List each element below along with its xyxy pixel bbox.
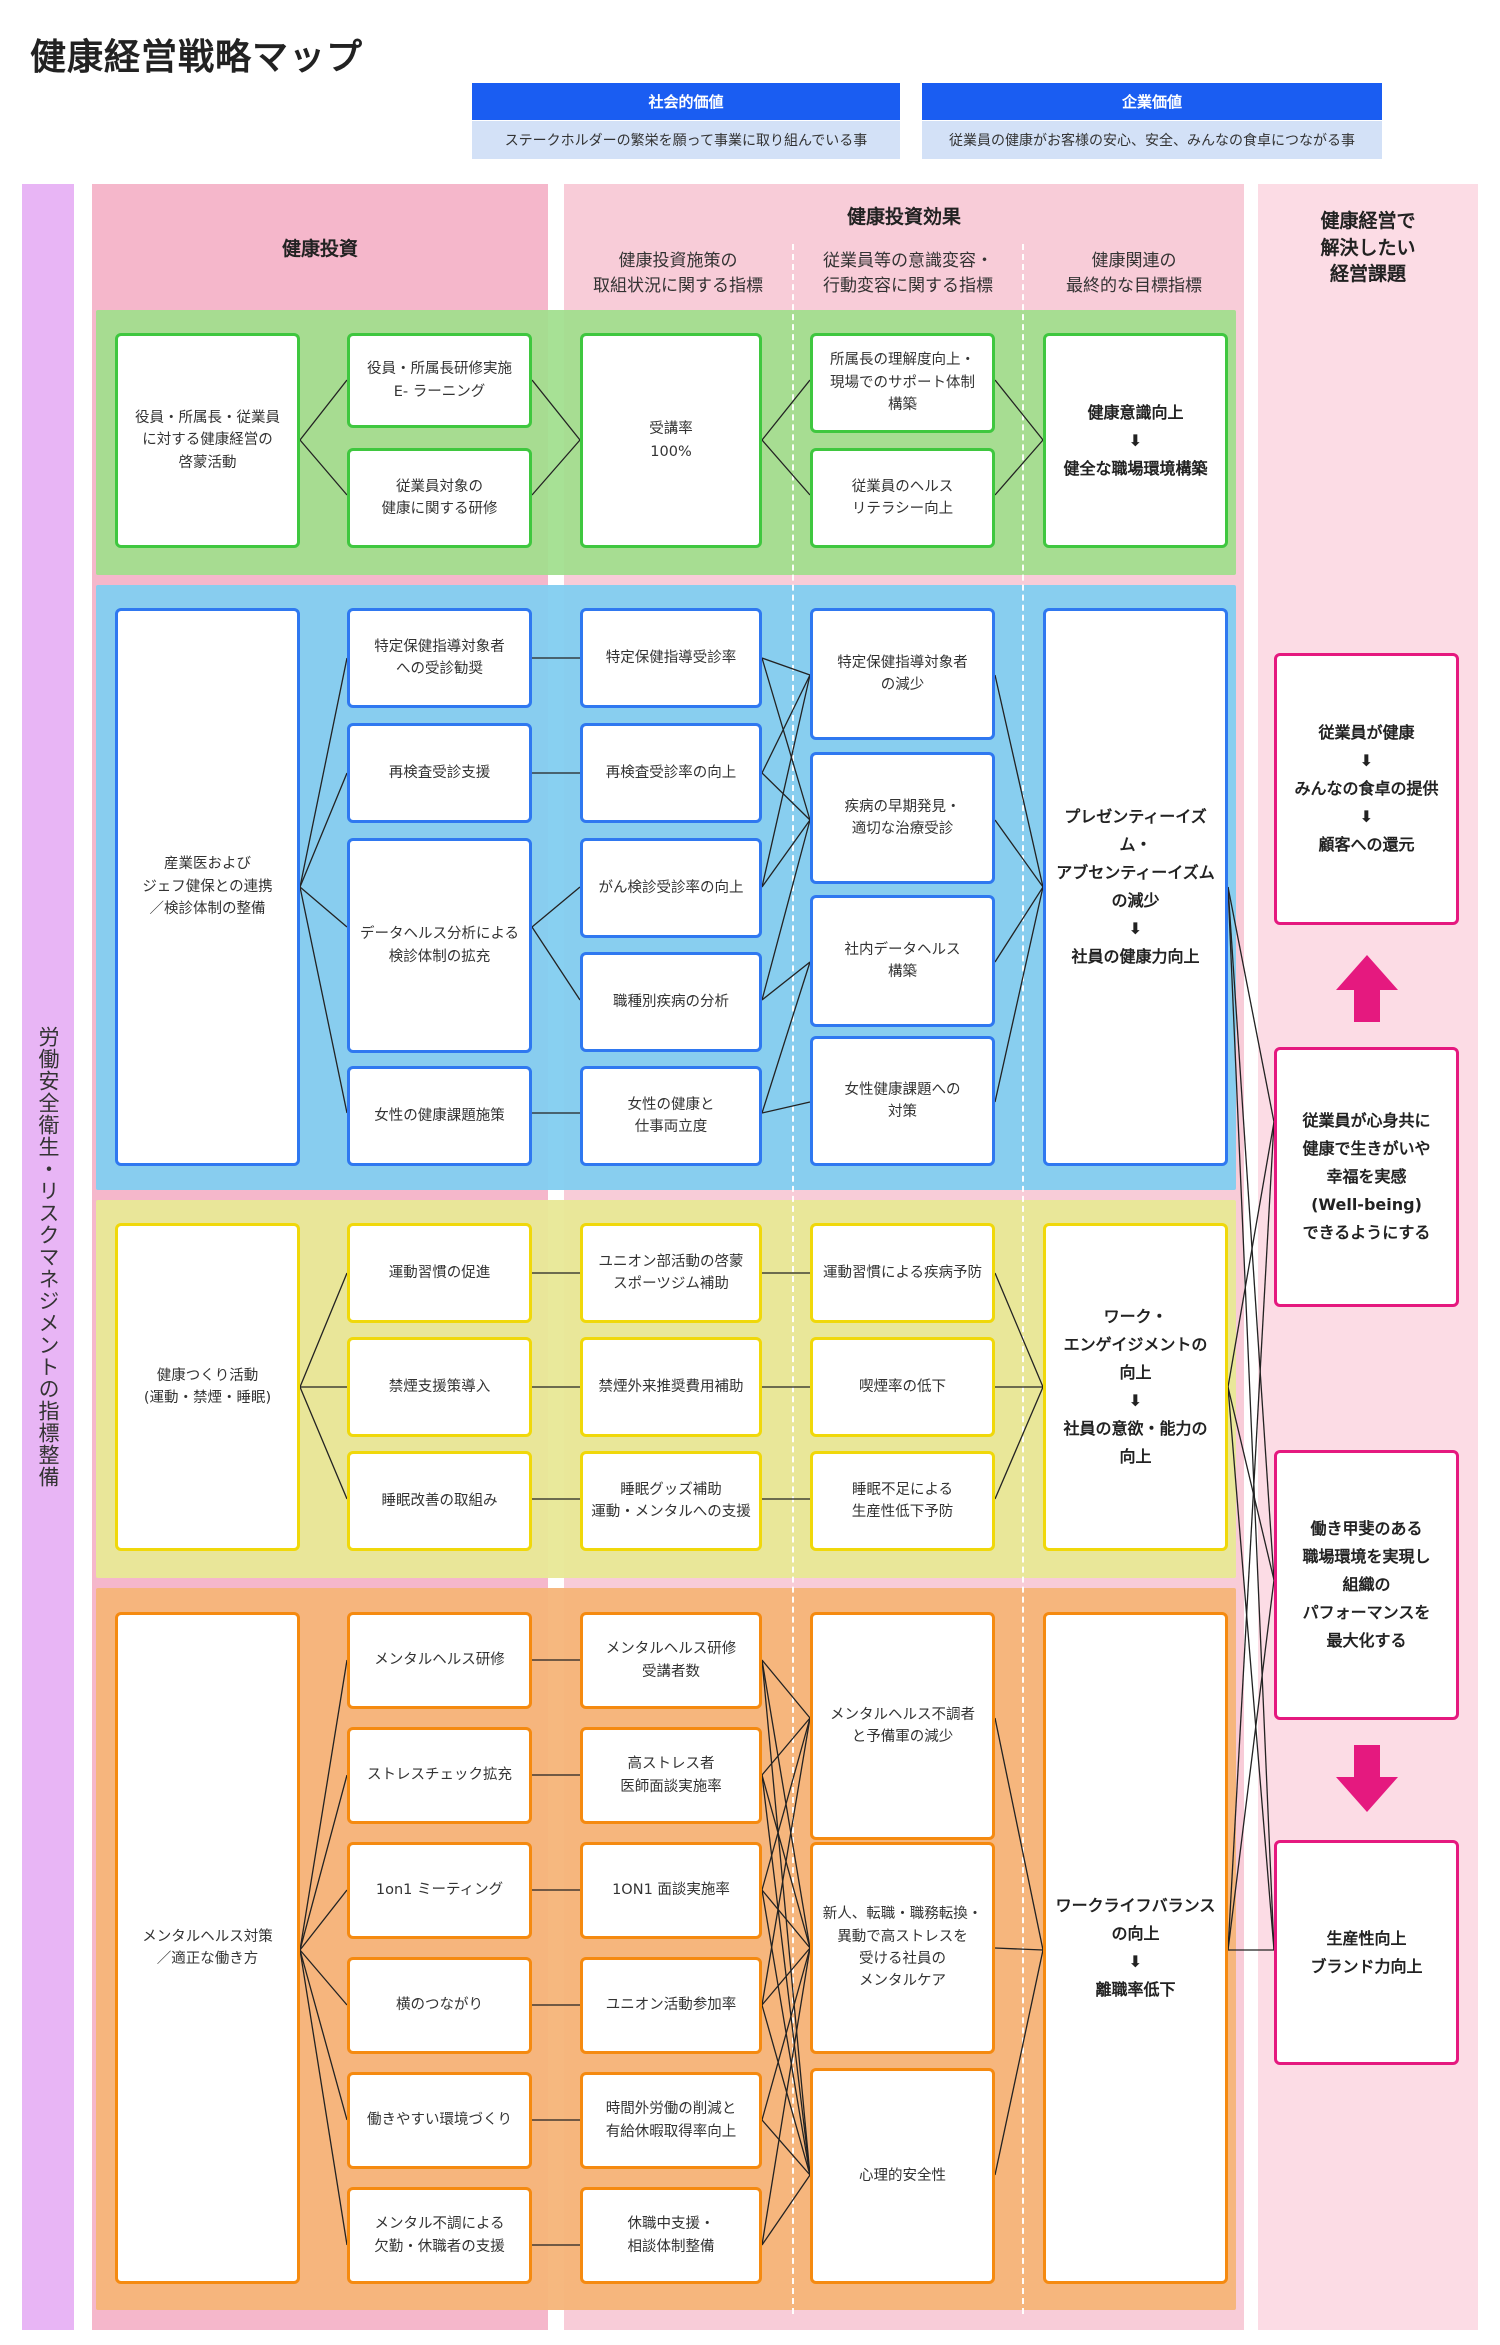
orange-measure-1: メンタルヘルス研修	[347, 1612, 532, 1709]
orange-change-3: 心理的安全性	[810, 2068, 995, 2284]
green-measure-1: 役員・所属長研修実施 E- ラーニング	[347, 333, 532, 428]
green-goal: 健康意識向上 ⬇ 健全な職場環境構築	[1043, 333, 1228, 548]
blue-indicator-2: 再検査受診率の向上	[580, 723, 762, 823]
issue-box-1: 従業員が健康 ⬇ みんなの食卓の提供 ⬇ 顧客への還元	[1274, 653, 1459, 925]
blue-measure-2: 再検査受診支援	[347, 723, 532, 823]
yellow-indicator-2: 禁煙外来推奨費用補助	[580, 1337, 762, 1437]
blue-indicator-1: 特定保健指導受診率	[580, 608, 762, 708]
orange-goal: ワークライフバランス の向上 ⬇ 離職率低下	[1043, 1612, 1228, 2284]
header-indicator-3: 健康関連の 最終的な目標指標	[1066, 251, 1202, 296]
orange-indicator-2: 高ストレス者 医師面談実施率	[580, 1727, 762, 1824]
orange-change-2: 新人、転職・職務転換・ 異動で高ストレスを 受ける社員の メンタルケア	[810, 1842, 995, 2054]
blue-measure-3: データヘルス分析による 検診体制の拡充	[347, 838, 532, 1053]
header-indicator-2: 従業員等の意識変容・ 行動変容に関する指標	[823, 251, 993, 296]
blue-change-4: 女性健康課題への 対策	[810, 1036, 995, 1166]
orange-indicator-4: ユニオン活動参加率	[580, 1957, 762, 2054]
blue-indicator-5: 女性の健康と 仕事両立度	[580, 1066, 762, 1166]
orange-indicator-5: 時間外労働の削減と 有給休暇取得率向上	[580, 2072, 762, 2169]
orange-indicator-1: メンタルヘルス研修 受講者数	[580, 1612, 762, 1709]
blue-change-3: 社内データヘルス 構築	[810, 895, 995, 1027]
yellow-indicator-1: ユニオン部活動の啓蒙 スポーツジム補助	[580, 1223, 762, 1323]
orange-measure-3: 1on1 ミーティング	[347, 1842, 532, 1939]
yellow-change-3: 睡眠不足による 生産性低下予防	[810, 1451, 995, 1551]
blue-main-box: 産業医および ジェフ健保との連携 ／検診体制の整備	[115, 608, 300, 1166]
yellow-change-1: 運動習慣による疾病予防	[810, 1223, 995, 1323]
green-main-box: 役員・所属長・従業員 に対する健康経営の 啓蒙活動	[115, 333, 300, 548]
yellow-measure-3: 睡眠改善の取組み	[347, 1451, 532, 1551]
yellow-measure-2: 禁煙支援策導入	[347, 1337, 532, 1437]
header-issues: 健康経営で 解決したい 経営課題	[1320, 210, 1416, 286]
yellow-goal: ワーク・ エンゲイジメントの 向上 ⬇ 社員の意欲・能力の 向上	[1043, 1223, 1228, 1551]
green-measure-2: 従業員対象の 健康に関する研修	[347, 448, 532, 548]
orange-indicator-3: 1ON1 面談実施率	[580, 1842, 762, 1939]
blue-goal: プレゼンティーイズム・ アブセンティーイズム の減少 ⬇ 社員の健康力向上	[1043, 608, 1228, 1166]
social-value-text: ステークホルダーの繁栄を願って事業に取り組んでいる事	[472, 121, 900, 159]
social-value-label: 社会的価値	[472, 83, 900, 120]
orange-main-box: メンタルヘルス対策 ／適正な働き方	[115, 1612, 300, 2284]
header-effect: 健康投資効果	[846, 206, 961, 229]
header-indicator-1: 健康投資施策の 取組状況に関する指標	[593, 251, 763, 296]
orange-indicator-6: 休職中支援・ 相談体制整備	[580, 2187, 762, 2284]
left-band-risk-management: 労働安全衛生・リスクマネジメントの指標整備	[22, 184, 74, 2330]
orange-measure-2: ストレスチェック拡充	[347, 1727, 532, 1824]
orange-measure-6: メンタル不調による 欠勤・休職者の支援	[347, 2187, 532, 2284]
green-change-2: 従業員のヘルス リテラシー向上	[810, 448, 995, 548]
orange-measure-4: 横のつながり	[347, 1957, 532, 2054]
blue-change-2: 疾病の早期発見・ 適切な治療受診	[810, 752, 995, 884]
yellow-main-box: 健康つくり活動 (運動・禁煙・睡眠)	[115, 1223, 300, 1551]
green-change-1: 所属長の理解度向上・ 現場でのサポート体制 構築	[810, 333, 995, 433]
yellow-indicator-3: 睡眠グッズ補助 運動・メンタルへの支援	[580, 1451, 762, 1551]
yellow-measure-1: 運動習慣の促進	[347, 1223, 532, 1323]
corporate-value-text: 従業員の健康がお客様の安心、安全、みんなの食卓につながる事	[922, 121, 1382, 159]
blue-indicator-3: がん検診受診率の向上	[580, 838, 762, 938]
orange-change-1: メンタルヘルス不調者 と予備軍の減少	[810, 1612, 995, 1840]
corporate-value-label: 企業価値	[922, 83, 1382, 120]
orange-measure-5: 働きやすい環境づくり	[347, 2072, 532, 2169]
issue-box-3: 働き甲斐のある 職場環境を実現し 組織の パフォーマンスを 最大化する	[1274, 1450, 1459, 1720]
green-indicator-1: 受講率 100%	[580, 333, 762, 548]
blue-measure-1: 特定保健指導対象者 への受診勧奨	[347, 608, 532, 708]
left-band-label: 労働安全衛生・リスクマネジメントの指標整備	[36, 1026, 60, 1488]
issue-box-4: 生産性向上 ブランド力向上	[1274, 1840, 1459, 2065]
page-title: 健康経営戦略マップ	[30, 37, 364, 78]
blue-measure-4: 女性の健康課題施策	[347, 1066, 532, 1166]
separator-1	[792, 244, 794, 2314]
separator-2	[1022, 244, 1024, 2314]
blue-indicator-4: 職種別疾病の分析	[580, 952, 762, 1052]
blue-change-1: 特定保健指導対象者 の減少	[810, 608, 995, 740]
yellow-change-2: 喫煙率の低下	[810, 1337, 995, 1437]
header-investment: 健康投資	[281, 238, 358, 261]
issue-box-2: 従業員が心身共に 健康で生きがいや 幸福を実感 (Well-being) できる…	[1274, 1047, 1459, 1307]
